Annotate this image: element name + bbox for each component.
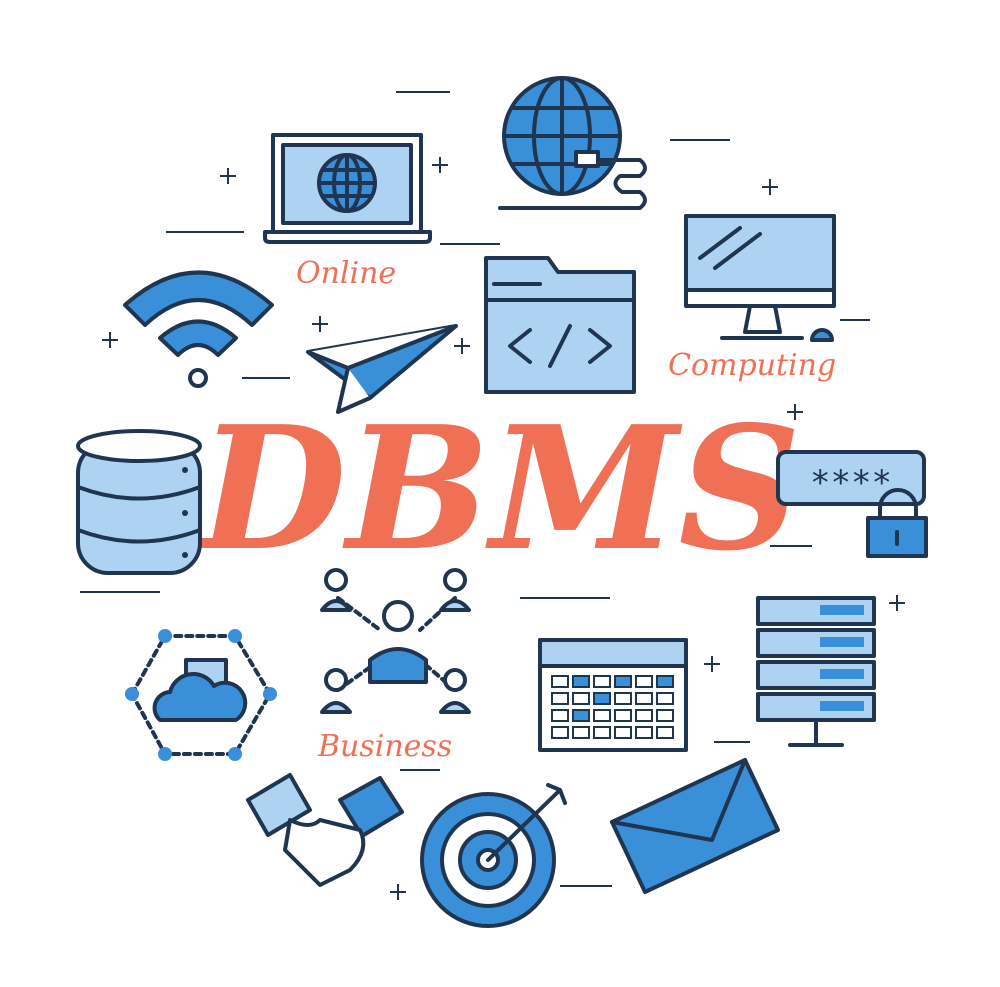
sparkle-plus	[220, 168, 236, 184]
dbms-title: DBMS	[195, 389, 801, 589]
server-rack-icon	[756, 596, 876, 747]
calendar-day	[593, 726, 611, 739]
calendar-day	[572, 675, 590, 688]
computing-label: Computing	[668, 348, 836, 383]
calendar-day	[614, 726, 632, 739]
calendar-day	[614, 692, 632, 705]
cloud-network-icon	[125, 629, 277, 761]
calendar-day	[551, 726, 569, 739]
calendar-day	[572, 692, 590, 705]
calendar-day	[572, 726, 590, 739]
business-label: Business	[317, 729, 452, 764]
sparkle-plus	[102, 332, 118, 348]
calendar-day	[593, 692, 611, 705]
calendar-day	[551, 675, 569, 688]
calendar-day	[551, 692, 569, 705]
sparkle-plus	[432, 157, 448, 173]
calendar-day	[551, 709, 569, 722]
paper-plane-icon	[306, 324, 458, 414]
sparkle-plus	[787, 404, 803, 420]
code-folder-icon	[484, 256, 636, 394]
online-label: Online	[296, 256, 396, 291]
sparkle-plus	[454, 338, 470, 354]
calendar-day	[593, 709, 611, 722]
sparkle-plus	[390, 884, 406, 900]
sparkle-plus	[312, 316, 328, 332]
calendar-day	[635, 692, 653, 705]
calendar-day	[614, 709, 632, 722]
decorative-marks	[80, 91, 905, 900]
calendar-day	[593, 675, 611, 688]
password-lock-icon: ****	[776, 450, 928, 558]
envelope-icon	[610, 758, 780, 894]
calendar-day	[635, 726, 653, 739]
target-icon	[420, 783, 567, 928]
globe-icon	[498, 76, 647, 210]
calendar-day	[656, 709, 674, 722]
handshake-icon	[246, 773, 404, 887]
calendar-day	[635, 709, 653, 722]
desktop-monitor-icon	[684, 214, 836, 342]
calendar-day	[614, 675, 632, 688]
calendar-icon	[538, 638, 688, 752]
database-icon	[76, 429, 202, 575]
wifi-icon	[123, 270, 274, 388]
calendar-day	[572, 709, 590, 722]
network-people-icon	[320, 568, 471, 714]
password-mask: ****	[810, 463, 892, 503]
sparkle-plus	[889, 595, 905, 611]
calendar-day	[656, 692, 674, 705]
calendar-day	[656, 675, 674, 688]
sparkle-plus	[762, 179, 778, 195]
calendar-day	[656, 726, 674, 739]
laptop-globe-icon	[263, 133, 432, 244]
sparkle-plus	[704, 656, 720, 672]
calendar-day	[635, 675, 653, 688]
